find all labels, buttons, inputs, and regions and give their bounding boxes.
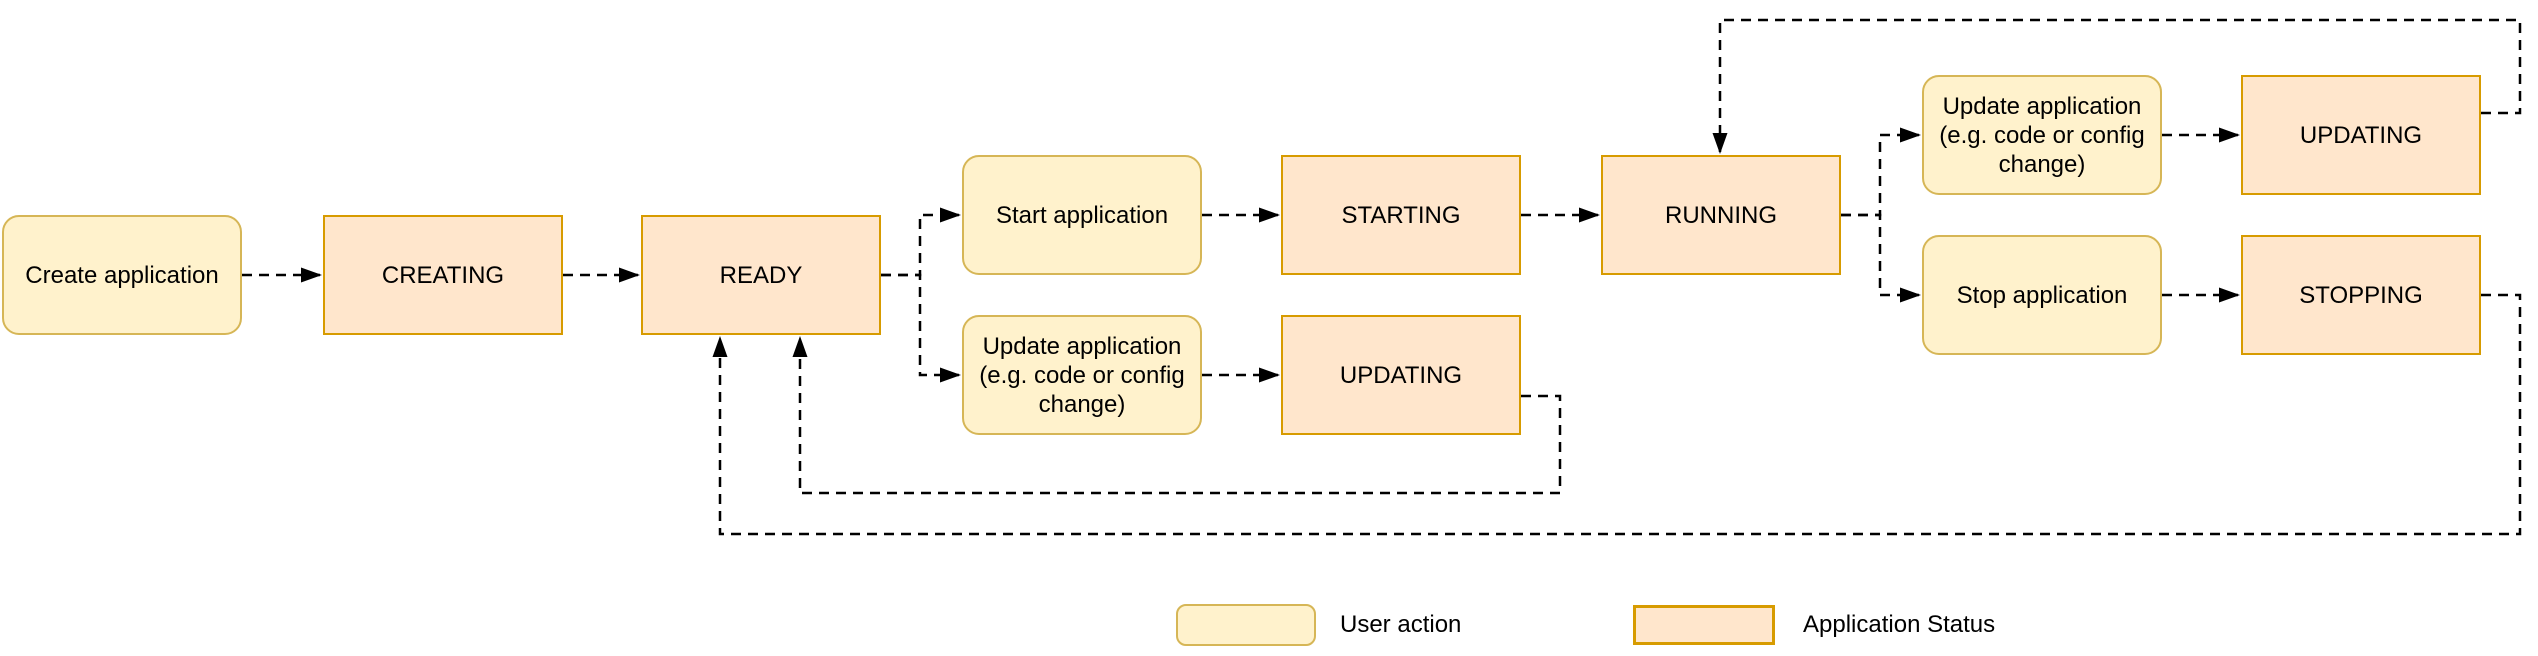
node-updating-bottom: UPDATING: [1281, 315, 1521, 435]
node-stop-application: Stop application: [1922, 235, 2162, 355]
node-creating: CREATING: [323, 215, 563, 335]
node-ready: READY: [641, 215, 881, 335]
edge-ready-to-update-application-bottom: [881, 273, 961, 383]
node-label-starting: STARTING: [1341, 201, 1461, 229]
node-create-application: Create application: [2, 215, 242, 335]
legend-user-action-swatch: [1176, 604, 1316, 646]
node-label-create-application: Create application: [25, 261, 219, 289]
legend-application-status-label: Application Status: [1803, 611, 1996, 638]
node-label-start-application: Start application: [995, 201, 1169, 229]
node-label-update-application-top: Update application (e.g. code or config …: [1939, 92, 2145, 178]
node-updating-top: UPDATING: [2241, 75, 2481, 195]
node-label-stop-application: Stop application: [1956, 281, 2128, 309]
node-update-application-bottom: Update application (e.g. code or config …: [962, 315, 1202, 435]
node-label-updating-bottom: UPDATING: [1339, 361, 1463, 389]
edge-ready-to-start-application: [881, 207, 961, 277]
legend-user-action-label: User action: [1340, 611, 1462, 638]
node-label-updating-top: UPDATING: [2299, 121, 2423, 149]
node-label-update-application-bottom: Update application (e.g. code or config …: [979, 332, 1185, 418]
node-label-running: RUNNING: [1665, 201, 1777, 229]
node-label-creating: CREATING: [381, 261, 505, 289]
node-start-application: Start application: [962, 155, 1202, 275]
node-label-ready: READY: [719, 261, 803, 289]
node-update-application-top: Update application (e.g. code or config …: [1922, 75, 2162, 195]
node-label-stopping: STOPPING: [2299, 281, 2423, 309]
edge-running-to-stop-application: [1841, 213, 1921, 303]
legend-application-status-swatch: [1633, 605, 1775, 645]
node-running: RUNNING: [1601, 155, 1841, 275]
edge-running-to-update-application-top: [1841, 127, 1921, 217]
node-starting: STARTING: [1281, 155, 1521, 275]
node-stopping: STOPPING: [2241, 235, 2481, 355]
